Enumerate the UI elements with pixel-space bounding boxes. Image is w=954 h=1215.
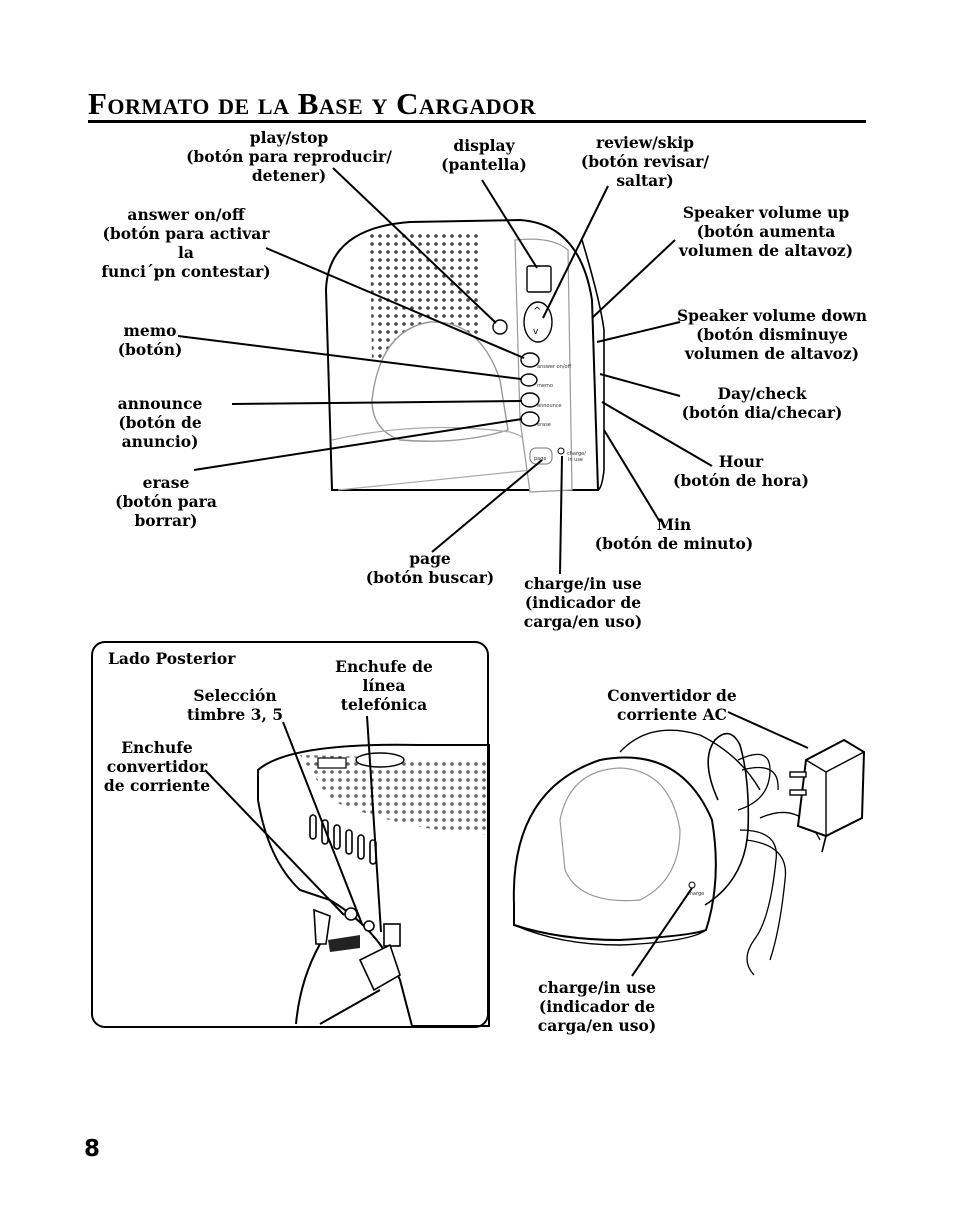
title-rule [88, 120, 866, 123]
rear-view-illustration [204, 715, 490, 1027]
day-check-label: Day/check (botón dia/checar) [681, 384, 843, 422]
memo-button [520, 373, 538, 387]
page-button [529, 447, 553, 465]
ringer-select-label: Selección timbre 3, 5 [186, 686, 284, 724]
review-skip-label: review/skip (botón revisar/ saltar) [580, 133, 710, 190]
memo-label: memo (botón) [117, 321, 183, 359]
rear-heading: Lado Posterior [108, 649, 236, 668]
power-jack-label: Enchufe convertidor de corriente [103, 738, 211, 795]
announce-marking: announce [537, 403, 562, 409]
svg-text:^: ^ [533, 306, 541, 317]
power-jack [344, 907, 358, 921]
play-stop-button [492, 319, 508, 335]
min-label: Min (botón de minuto) [594, 515, 754, 553]
erase-marking: erase [537, 422, 551, 428]
phone-jack-label: Enchufe de línea telefónica [335, 657, 433, 714]
speaker-down-label: Speaker volume down (botón disminuye vol… [676, 306, 868, 363]
announce-label: announce (botón de anuncio) [117, 394, 203, 451]
charge-marking: charge/ [567, 451, 586, 457]
ac-adapter-label: Convertidor de corriente AC [607, 686, 737, 724]
answer-marking: answer on/off [537, 364, 572, 370]
charger-indicator [688, 881, 696, 889]
page-label: page (botón buscar) [365, 549, 495, 587]
answer-button [520, 352, 540, 368]
page-number: 8 [84, 1136, 101, 1162]
memo-marking: memo [537, 383, 553, 389]
page-marking: page [534, 456, 547, 462]
lcd-display [526, 265, 552, 293]
erase-label: erase (botón para borrar) [115, 473, 217, 530]
control-panel [514, 238, 573, 493]
hour-label: Hour (botón de hora) [673, 452, 809, 490]
charge-indicator [557, 447, 565, 455]
charger-charge-marking: charge [687, 891, 704, 897]
play-stop-label: play/stop (botón para reproducir/ detene… [186, 128, 392, 185]
answer-onoff-label: answer on/off (botón para activar la fun… [101, 205, 271, 281]
rear-view-panel [91, 641, 489, 1028]
charger-charge-label: charge/in use (indicador de carga/en uso… [537, 978, 657, 1035]
page-title: Formato de la Base y Cargador [88, 86, 537, 121]
ringer-switch [363, 920, 375, 932]
leader-lines [177, 167, 713, 575]
ac-adapter [796, 738, 866, 838]
speaker-up-label: Speaker volume up (botón aumenta volumen… [678, 203, 854, 260]
svg-text:v: v [533, 327, 539, 337]
charger-illustration: charge [512, 711, 866, 977]
charge-marking-2: in use [568, 457, 583, 463]
announce-button [520, 392, 540, 408]
phone-line-jack [383, 923, 401, 947]
display-label: display (pantella) [441, 136, 527, 174]
charge-in-use-label: charge/in use (indicador de carga/en uso… [523, 574, 643, 631]
